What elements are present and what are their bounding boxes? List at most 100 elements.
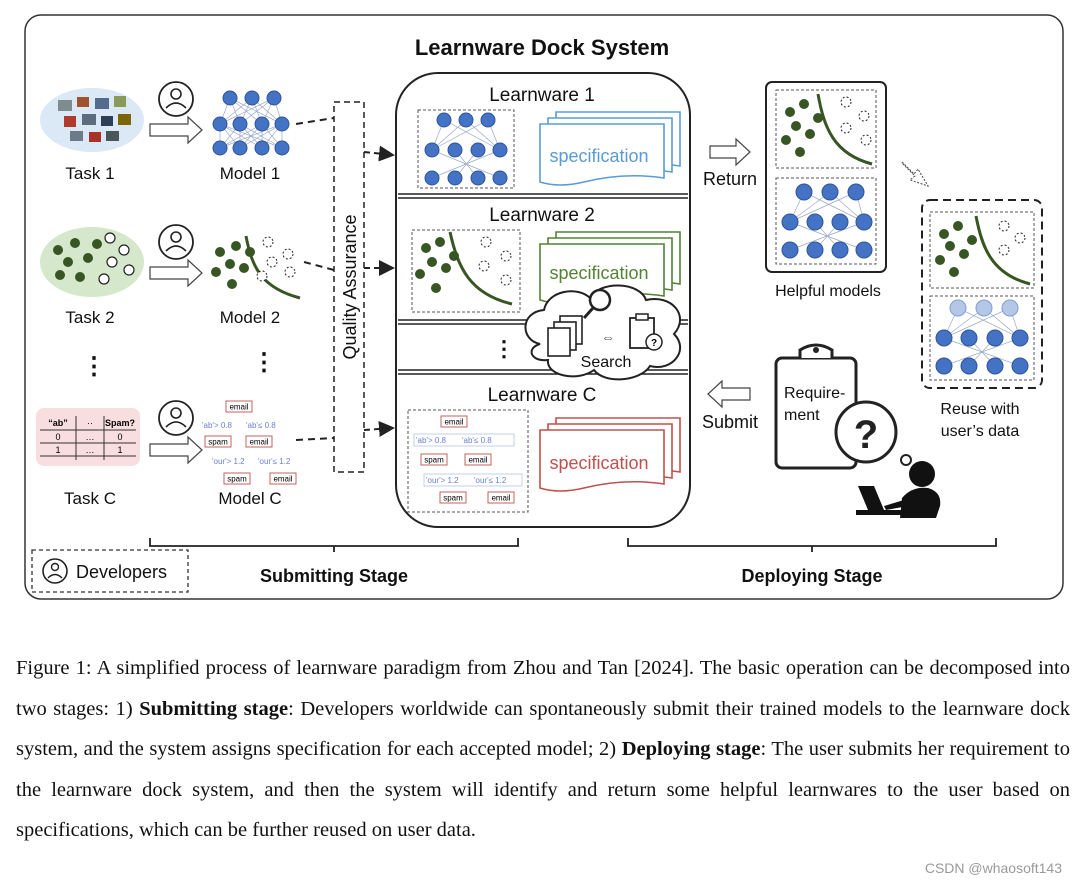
clipboard-question-icon: ? [629, 313, 663, 351]
caption-text-1: A simplified process of learnware paradi… [16, 657, 1070, 720]
task-1-label: Task 1 [65, 164, 114, 183]
return-label: Return [703, 169, 757, 189]
svg-text:email: email [468, 456, 487, 465]
svg-text:“ab”: “ab” [48, 418, 68, 428]
task-2-points [40, 227, 144, 297]
requirement-label-line-1: Require- [784, 385, 845, 402]
magnifier-icon [582, 288, 612, 320]
specification-doc-c [539, 417, 681, 492]
specification-label-1: specification [549, 146, 648, 166]
model-2-boundary [211, 235, 301, 300]
learnware-c-tree: email 'ab'> 0.8 'ab'≤ 0.8 spam email 'ou… [407, 409, 529, 513]
svg-text:email: email [444, 418, 463, 427]
svg-text:email: email [229, 403, 248, 412]
specification-label-2: specification [549, 263, 648, 283]
connector-model-c [295, 437, 335, 441]
requirement-label-line-2: ment [784, 407, 820, 424]
svg-text:0: 0 [117, 432, 122, 442]
svg-text:Spam?: Spam? [105, 418, 135, 428]
user-at-laptop-icon [856, 461, 941, 518]
svg-text:'our'≤ 1.2: 'our'≤ 1.2 [474, 476, 507, 485]
reuse-network [929, 295, 1035, 381]
model-1-label: Model 1 [220, 164, 280, 183]
search-label: Search [581, 354, 632, 371]
svg-text:'ab'≤ 0.8: 'ab'≤ 0.8 [462, 436, 492, 445]
return-arrow [709, 137, 751, 167]
svg-text:··: ·· [87, 418, 93, 428]
task-ellipsis: ⋮ [82, 353, 106, 380]
quality-assurance-box [333, 101, 365, 473]
reuse-arrow [901, 161, 930, 187]
svg-text:'our'≤ 1.2: 'our'≤ 1.2 [258, 457, 291, 466]
specification-doc-1 [539, 111, 681, 186]
caption-text-3: : The user submits her requirement to th… [16, 738, 1071, 841]
svg-text:email: email [249, 438, 268, 447]
developer-legend-icon [42, 558, 68, 584]
task-1-images [40, 88, 144, 152]
svg-text:spam: spam [227, 475, 247, 484]
svg-text:…: … [86, 445, 95, 455]
developer-icon-3 [158, 400, 194, 436]
task-c-label: Task C [64, 489, 116, 508]
svg-text:'ab'> 0.8: 'ab'> 0.8 [416, 436, 447, 445]
exchange-icon: ⇔ [601, 329, 615, 345]
connector-model-2 [303, 261, 335, 271]
caption-bold-deploying: Deploying stage [621, 738, 761, 760]
documents-icon [547, 315, 583, 357]
model-1-network [212, 90, 290, 156]
learnware-figure: Learnware Dock System Task 1 Task 2 ⋮ [24, 14, 1064, 600]
qa-arrow-c [363, 420, 395, 437]
caption-bold-submitting: Submitting stage [139, 697, 289, 720]
model-c-label: Model C [218, 489, 281, 508]
hollow-arrow-3 [149, 435, 203, 465]
deploying-stage-label: Deploying Stage [741, 566, 882, 586]
quality-assurance-label: Quality Assurance [340, 214, 360, 359]
caption-label: Figure 1: [16, 657, 92, 679]
submitting-brace [149, 538, 519, 552]
developers-label: Developers [76, 562, 167, 582]
svg-text:'our'> 1.2: 'our'> 1.2 [426, 476, 459, 485]
task-c-table: “ab” ·· Spam? 0 … 0 1 … 1 [36, 408, 140, 466]
learnware-2-label: Learnware 2 [489, 205, 595, 226]
svg-text:spam: spam [208, 438, 228, 447]
helpful-models-label: Helpful models [775, 283, 881, 300]
svg-text:?: ? [651, 338, 657, 349]
specification-label-c: specification [549, 453, 648, 473]
dock-ellipsis: ⋮ [493, 336, 515, 361]
qa-arrow-1 [363, 145, 395, 162]
watermark: CSDN @whaosoft143 [924, 860, 1062, 876]
figure-title: Learnware Dock System [415, 35, 669, 60]
caption-text-2: : Developers worldwide can spontaneously… [16, 697, 1070, 761]
submit-arrow [707, 379, 751, 409]
svg-text:email: email [273, 475, 292, 484]
model-ellipsis: ⋮ [252, 349, 276, 376]
svg-text:spam: spam [424, 456, 444, 465]
helpful-network [775, 177, 877, 265]
svg-text:?: ? [854, 413, 878, 457]
learnware-1-model [417, 109, 515, 189]
reuse-boundary [929, 211, 1035, 289]
svg-text:1: 1 [55, 445, 60, 455]
reuse-label-line-2: user’s data [941, 423, 1020, 440]
svg-text:'ab'≤ 0.8: 'ab'≤ 0.8 [246, 421, 276, 430]
learnware-2-model [411, 229, 521, 313]
figure-caption: Figure 1: A simplified process of learnw… [16, 648, 1070, 851]
hollow-arrow-1 [149, 115, 203, 145]
svg-text:email: email [491, 494, 510, 503]
developer-icon-2 [158, 224, 194, 260]
model-2-label: Model 2 [220, 308, 280, 327]
reuse-label-line-1: Reuse with [940, 401, 1019, 418]
svg-text:0: 0 [55, 432, 60, 442]
connector-model-1 [295, 117, 335, 125]
svg-text:spam: spam [443, 494, 463, 503]
learnware-c-label: Learnware C [488, 385, 597, 406]
hollow-arrow-2 [149, 258, 203, 288]
helpful-boundary [775, 89, 877, 169]
deploying-brace [627, 538, 997, 552]
svg-text:1: 1 [117, 445, 122, 455]
svg-text:'ab'> 0.8: 'ab'> 0.8 [202, 421, 233, 430]
svg-text:'our'> 1.2: 'our'> 1.2 [212, 457, 245, 466]
svg-text:…: … [86, 432, 95, 442]
submit-label: Submit [702, 412, 758, 432]
learnware-1-label: Learnware 1 [489, 85, 595, 106]
